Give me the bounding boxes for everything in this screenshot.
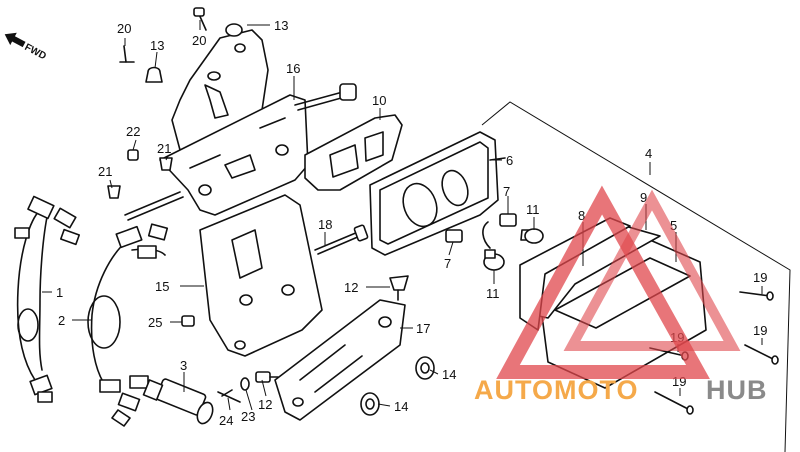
grommet-14-lower: [360, 392, 380, 416]
taillight-housing-6: [369, 131, 506, 256]
wire-harness-1: [14, 195, 81, 403]
bulb-11-upper: [520, 228, 544, 244]
fwd-label: FWD: [23, 42, 48, 62]
screw-19-b: [744, 344, 779, 365]
clip-21-upper: [159, 157, 173, 171]
callout-25: 25: [148, 315, 162, 330]
callout-19-a: 19: [753, 270, 767, 285]
callout-18: 18: [318, 217, 332, 232]
callout-12-lower: 12: [258, 397, 272, 412]
callout-7-upper: 7: [503, 184, 510, 199]
callout-2: 2: [58, 313, 65, 328]
bolt-18: [314, 224, 369, 255]
base-plate-15: [199, 194, 323, 357]
watermark-text-hub: HUB: [706, 375, 768, 405]
grommet-13-upper: [225, 23, 243, 37]
callout-numbers: 1 2 3 4 5 6 7 7 8 9 10 11 11 12 12 13 13…: [56, 18, 767, 428]
callout-12-upper: 12: [344, 280, 358, 295]
fwd-arrow-icon: FWD: [4, 32, 48, 62]
socket-7-lower: [445, 229, 463, 243]
callout-14-upper: 14: [442, 367, 456, 382]
callout-8: 8: [578, 208, 585, 223]
watermark-triangle-logo: [496, 185, 741, 379]
bolt-20: [193, 7, 207, 31]
gasket-10: [304, 114, 403, 191]
watermark-text-automoto: AUTOMOTO: [474, 375, 639, 405]
callout-13-left: 13: [150, 38, 164, 53]
screw-25: [181, 315, 195, 327]
callout-9: 9: [640, 190, 647, 205]
callout-14-lower: 14: [394, 399, 408, 414]
bolt-12-upper: [389, 275, 409, 301]
callout-3: 3: [180, 358, 187, 373]
taillight-assembly-outline-4: [481, 101, 791, 452]
callout-22: 22: [126, 124, 140, 139]
grommet-14-upper: [415, 356, 435, 380]
nut-22: [127, 149, 139, 161]
hardware-24: [217, 389, 241, 403]
bulb-socket-3: [142, 378, 214, 425]
automotohub-watermark: AUTOMOTO HUB: [474, 185, 768, 405]
leader-lines: [42, 20, 763, 411]
callout-16: 16: [286, 61, 300, 76]
license-bracket-16: [124, 83, 357, 221]
callout-19-b: 19: [753, 323, 767, 338]
grommet-13-left: [145, 66, 163, 83]
callout-11-lower: 11: [486, 286, 500, 301]
callout-7-lower: 7: [444, 256, 451, 271]
washer-23: [240, 377, 250, 391]
callout-5: 5: [670, 218, 677, 233]
callout-20-left: 20: [117, 21, 131, 36]
bulb-11-lower: [483, 249, 505, 271]
callout-6: 6: [506, 153, 513, 168]
callout-10: 10: [372, 93, 386, 108]
callout-1: 1: [56, 285, 63, 300]
socket-7-upper: [482, 213, 517, 249]
clip-21-lower: [107, 185, 121, 199]
callout-21-lower: 21: [98, 164, 112, 179]
callout-20-upper: 20: [192, 33, 206, 48]
callout-11-upper: 11: [526, 202, 540, 217]
callout-4: 4: [645, 146, 652, 161]
bolt-20-left: [119, 45, 135, 63]
callout-17: 17: [416, 321, 430, 336]
callout-21-upper: 21: [157, 141, 171, 156]
callout-23: 23: [241, 409, 255, 424]
license-plate-bracket-17: [274, 299, 406, 421]
callout-15: 15: [155, 279, 169, 294]
callout-24: 24: [219, 413, 233, 428]
callout-13-upper: 13: [274, 18, 288, 33]
screw-19-d: [654, 391, 694, 415]
screw-19-a: [739, 291, 774, 301]
